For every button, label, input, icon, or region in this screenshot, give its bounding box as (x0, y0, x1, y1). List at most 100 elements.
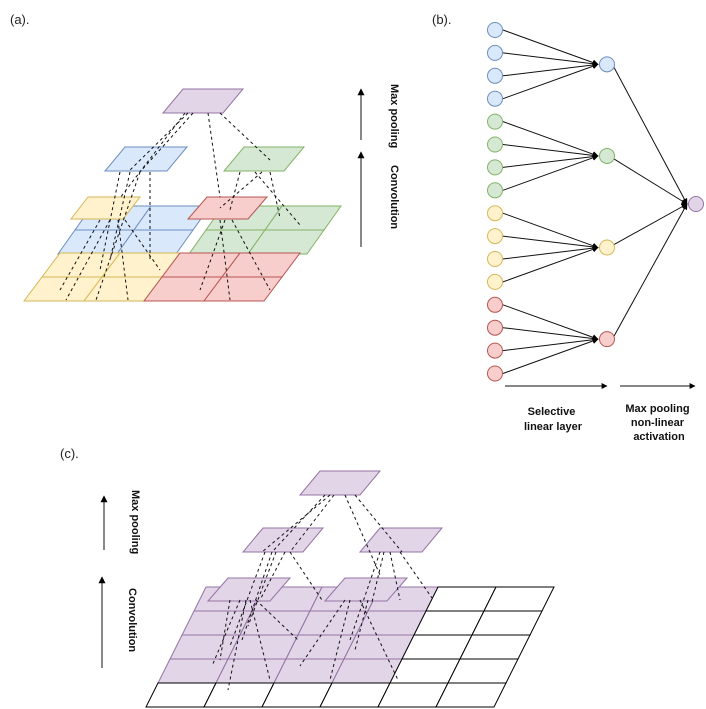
panel-b-nodes (487, 22, 704, 382)
dashed-connection (255, 599, 299, 641)
linear-edge (502, 154, 599, 191)
grid-cell (435, 682, 507, 708)
panel-c-maxpool-label: Max pooling (129, 490, 141, 554)
panel-b-maxpool-label: Max pooling non-linear activation (625, 403, 692, 443)
panel-b-label: (b). (432, 12, 452, 27)
linear-edge (502, 63, 599, 100)
grid-cell (483, 586, 555, 612)
panel-a-maxpool-label: Max pooling (388, 84, 400, 148)
panel-b: (b). Selective linear layer Max pooling … (432, 12, 704, 443)
panel-a-convolution-layer (69, 146, 306, 220)
dashed-connection (139, 112, 194, 173)
green-grid-cell (247, 229, 325, 255)
linear-edge (502, 29, 599, 66)
dashed-connection (117, 219, 129, 301)
dashed-connection (199, 219, 226, 291)
grid-cell (459, 634, 531, 660)
yellow-input-node (487, 273, 503, 290)
linear-edge (502, 338, 599, 374)
panel-a-dashed-connections (59, 112, 301, 301)
dashed-connection (247, 551, 277, 627)
dashed-connection (249, 599, 271, 681)
panel-c-label: (c). (60, 446, 79, 461)
panel-b-selective-label: Selective linear layer (524, 406, 583, 433)
yellow-input-node (487, 251, 503, 267)
panel-c-convolution-label: Convolution (126, 588, 138, 652)
panel-a-input-grids (23, 205, 342, 302)
green-input-node (487, 136, 503, 153)
dashed-connection (229, 171, 241, 211)
pooling-edge (613, 203, 688, 245)
panel-c: (c). Max pooling Convolution (60, 446, 555, 708)
dashed-connection (261, 494, 331, 553)
linear-edge (502, 246, 599, 283)
dashed-connection (359, 599, 399, 681)
yellow-linear-node (599, 239, 615, 256)
dashed-connection (124, 219, 161, 271)
panel-a-label: (a). (10, 12, 30, 27)
linear-edge (502, 62, 599, 77)
dashed-connection (329, 599, 351, 681)
linear-edge (502, 144, 599, 159)
blue-input-node (487, 22, 503, 38)
linear-edge (502, 52, 599, 67)
green-pooled-map (222, 146, 306, 172)
dashed-connection (229, 551, 266, 647)
pooling-edge (613, 67, 688, 205)
green-input-node (487, 113, 503, 130)
green-input-node (487, 182, 503, 199)
yellow-input-node (487, 228, 503, 245)
pooling-edge (613, 203, 688, 337)
panel-b-edges (502, 29, 688, 374)
panel-c-input-grid (145, 586, 555, 708)
red-conv-filter (186, 196, 269, 220)
blue-input-node (487, 67, 503, 84)
pooled-map-right (358, 527, 444, 553)
dashed-connection (354, 494, 403, 553)
blue-pooled-map (103, 146, 189, 172)
blue-linear-node (599, 56, 615, 73)
linear-edge (502, 336, 599, 352)
panel-a-convolution-label: Convolution (388, 165, 400, 229)
dashed-connection (59, 219, 101, 291)
dashed-connection (344, 494, 381, 576)
red-linear-node (599, 331, 615, 348)
dashed-connection (271, 494, 326, 553)
linear-edge (502, 153, 599, 168)
red-input-node (487, 296, 503, 313)
dashed-connection (95, 171, 141, 301)
purple-output-map (161, 88, 245, 114)
blue-input-node (487, 90, 503, 107)
conv-filter-right (323, 577, 409, 602)
linear-edge (502, 327, 599, 342)
red-input-node (487, 365, 503, 382)
dashed-connection (299, 599, 346, 667)
dashed-connection (269, 171, 281, 219)
output-map (298, 470, 382, 496)
panel-a-pooling-layer (161, 88, 245, 114)
panel-c-pooling-layer (298, 470, 382, 496)
output-node (688, 196, 704, 212)
linear-edge (502, 304, 599, 341)
green-input-node (487, 159, 503, 176)
dashed-connection (219, 599, 231, 661)
dashed-connection (389, 551, 401, 601)
dashed-connection (289, 494, 335, 553)
conv-filter-left (206, 577, 292, 602)
red-grid-cell (203, 276, 283, 302)
panel-a: (a). Max pooling Convolution (10, 12, 400, 302)
red-input-node (487, 342, 503, 359)
dashed-connection (354, 599, 369, 651)
dashed-connection (371, 551, 385, 603)
dashed-connection (231, 219, 271, 291)
panel-c-dashed-connections (211, 494, 433, 691)
yellow-input-node (487, 205, 503, 222)
grid-cell (471, 610, 543, 636)
green-linear-node (599, 147, 615, 164)
dashed-connection (219, 219, 231, 301)
dashed-connection (289, 551, 323, 601)
linear-edge (502, 212, 599, 249)
linear-edge (502, 235, 599, 250)
pooling-edge (613, 158, 688, 205)
